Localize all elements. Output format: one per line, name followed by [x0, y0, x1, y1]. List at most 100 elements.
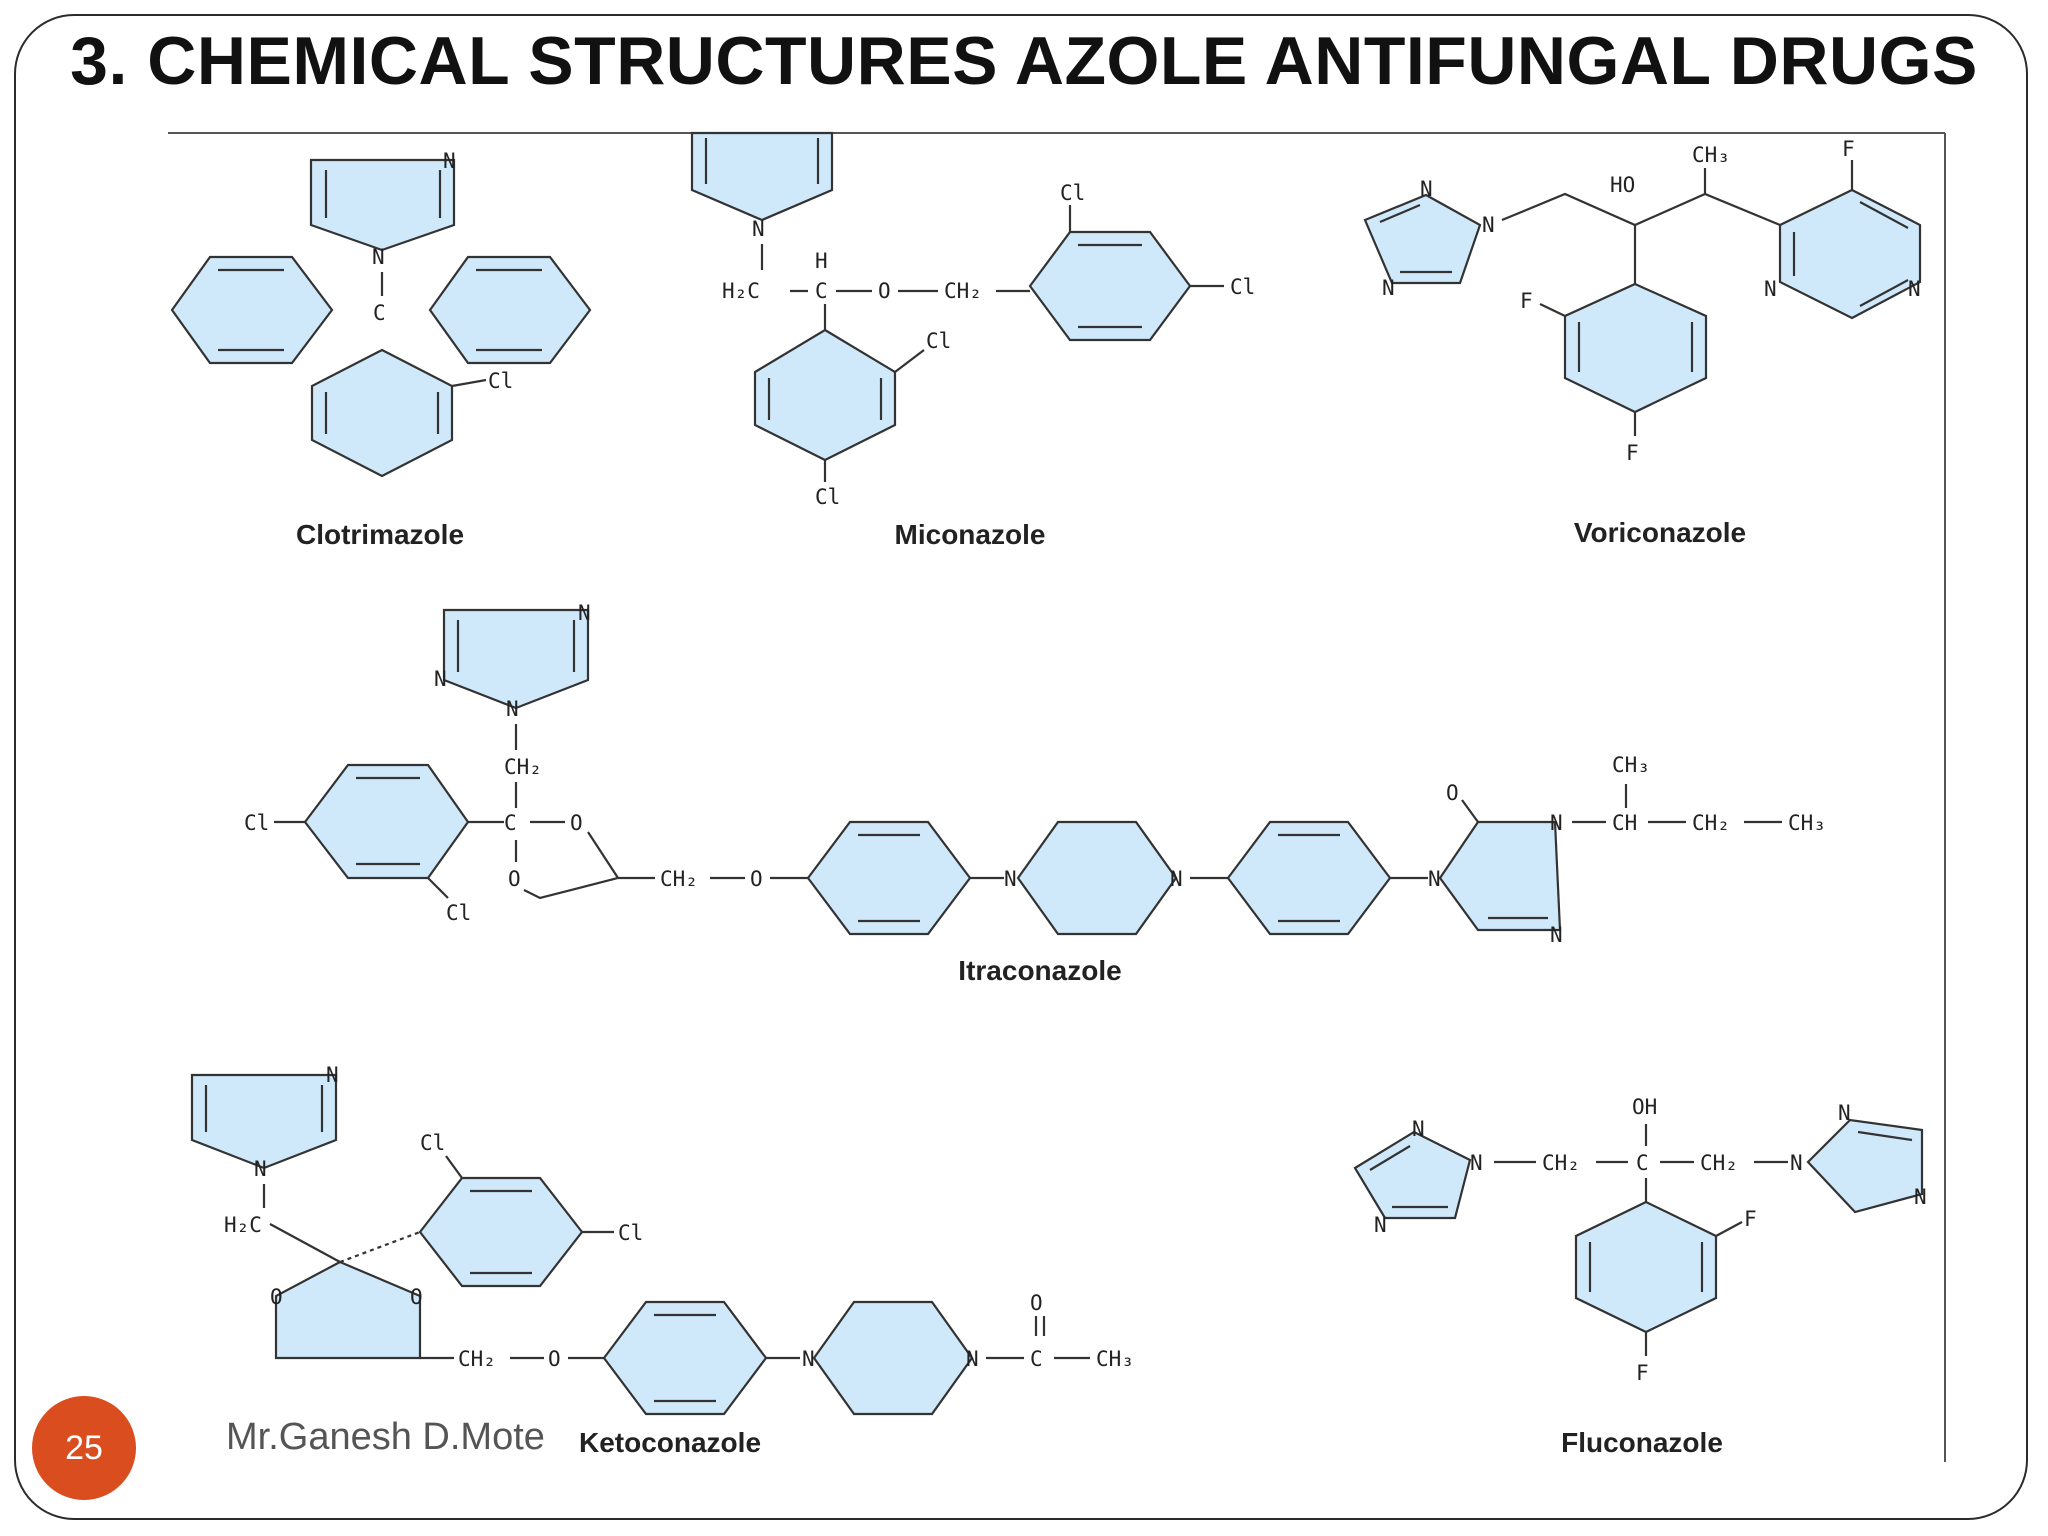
drug-name-miconazole: Miconazole [895, 519, 1046, 550]
triazole-ring-right [1806, 1118, 1924, 1214]
triazolone-ring [1438, 820, 1562, 932]
imidazole-ring [309, 158, 456, 252]
dichlorophenyl-ring [303, 763, 470, 880]
atom-n: N [1550, 811, 1563, 835]
atom-n: N [1382, 276, 1395, 300]
atom-n: N [1374, 1213, 1387, 1237]
atom-n: N [434, 667, 447, 691]
atom-o: O [270, 1285, 283, 1309]
atom-n: N [1170, 867, 1183, 891]
atom-n: N [254, 1157, 267, 1181]
fluoropyrimidine-ring [1778, 188, 1922, 320]
atom-n: N [1428, 867, 1441, 891]
atom-f: F [1626, 441, 1639, 465]
dichlorophenyl-ring [418, 1176, 584, 1288]
piperazine-ring [1016, 820, 1178, 936]
atom-o: O [750, 867, 763, 891]
phenyl-ring-left [170, 255, 334, 365]
atom-ch2: CH₂ [1692, 811, 1730, 835]
ketoconazole-structure: N N H₂C O O Cl Cl CH₂ O N N C O CH₃ Keto… [190, 1063, 1134, 1458]
atom-c: C [1636, 1151, 1649, 1175]
piperazine-ring [812, 1300, 974, 1416]
phenyl-ring [602, 1300, 768, 1416]
fluconazole-structure: N N N CH₂ C OH CH₂ N N N F F Fluconazole [1353, 1095, 1927, 1458]
atom-f: F [1744, 1207, 1757, 1231]
slide-title: 3. CHEMICAL STRUCTURES AZOLE ANTIFUNGAL … [70, 23, 1978, 99]
dioxolane-ring [274, 1260, 422, 1360]
chlorophenyl-ring [310, 348, 454, 478]
phenyl-ring-2 [1226, 820, 1392, 936]
author-credit: Mr.Ganesh D.Mote [226, 1416, 545, 1458]
atom-f: F [1520, 289, 1533, 313]
atom-ch2: CH₂ [1700, 1151, 1738, 1175]
voriconazole-structure: N N N HO CH₃ F N N F F Voriconazole [1363, 137, 1922, 548]
atom-oh: OH [1632, 1095, 1657, 1119]
atom-cl: Cl [618, 1221, 643, 1245]
atom-n: N [1550, 923, 1563, 947]
atom-n: N [1420, 177, 1433, 201]
difluorophenyl-ring [1563, 282, 1708, 414]
atom-n: N [1914, 1185, 1927, 1209]
atom-ch2: CH₂ [1542, 1151, 1580, 1175]
atom-c: C [373, 301, 386, 325]
atom-o: O [878, 279, 891, 303]
atom-cl: Cl [1060, 181, 1085, 205]
slide-frame [14, 14, 2028, 1520]
atom-n: N [1412, 1117, 1425, 1141]
atom-n: N [506, 697, 519, 721]
atom-o: O [508, 867, 521, 891]
atom-c: C [815, 279, 828, 303]
atom-n: N [443, 149, 456, 173]
atom-cl: Cl [446, 901, 471, 925]
drug-name-ketoconazole: Ketoconazole [579, 1427, 761, 1458]
atom-cl: Cl [1230, 275, 1255, 299]
atom-n: N [326, 1063, 339, 1087]
phenyl-ring-right [428, 255, 592, 365]
atom-n: N [1838, 1101, 1851, 1125]
atom-ch3: CH₃ [1612, 753, 1650, 777]
drug-name-fluconazole: Fluconazole [1561, 1427, 1723, 1458]
triazole-ring [442, 608, 590, 710]
atom-cl: Cl [488, 369, 513, 393]
miconazole-structure: N H₂C H C O CH₂ Cl Cl Cl Cl Miconazole [690, 131, 1255, 550]
phenyl-ring-1 [806, 820, 972, 936]
atom-ch3: CH₃ [1788, 811, 1826, 835]
atom-cl: Cl [815, 485, 840, 509]
atom-n: N [1790, 1151, 1803, 1175]
imidazole-ring [690, 131, 834, 222]
atom-f: F [1842, 137, 1855, 161]
atom-o: O [570, 811, 583, 835]
clotrimazole-structure: N N C Cl Clotrimazole [170, 149, 592, 550]
atom-cl: Cl [420, 1131, 445, 1155]
atom-c: C [504, 811, 517, 835]
dichlorophenyl-ring-right [1028, 230, 1192, 342]
atom-cl: Cl [926, 329, 951, 353]
atom-n: N [1908, 277, 1921, 301]
drug-name-itraconazole: Itraconazole [958, 955, 1121, 986]
atom-o: O [548, 1347, 561, 1371]
atom-ho: HO [1610, 173, 1635, 197]
atom-n: N [578, 601, 591, 625]
dichlorophenyl-ring-lower [753, 328, 897, 462]
atom-h: H [815, 249, 828, 273]
atom-o: O [1030, 1291, 1043, 1315]
atom-n: N [1764, 277, 1777, 301]
atom-ch2: CH₂ [504, 755, 542, 779]
atom-h2c: H₂C [224, 1213, 262, 1237]
itraconazole-structure: N N N CH₂ C Cl Cl O O CH₂ O N N N [244, 601, 1826, 986]
atom-ch3: CH₃ [1692, 143, 1730, 167]
atom-ch2: CH₂ [944, 279, 982, 303]
drug-name-voriconazole: Voriconazole [1574, 517, 1746, 548]
difluorophenyl-ring [1574, 1200, 1718, 1334]
atom-ch3: CH₃ [1096, 1347, 1134, 1371]
atom-c: C [1030, 1347, 1043, 1371]
atom-n: N [1004, 867, 1017, 891]
atom-n: N [752, 217, 765, 241]
drug-name-clotrimazole: Clotrimazole [296, 519, 464, 550]
atom-ch: CH [1612, 811, 1637, 835]
triazole-ring-left [1353, 1130, 1472, 1220]
page-number-badge: 25 [32, 1396, 136, 1500]
imidazole-ring [190, 1073, 338, 1170]
atom-o: O [410, 1285, 423, 1309]
